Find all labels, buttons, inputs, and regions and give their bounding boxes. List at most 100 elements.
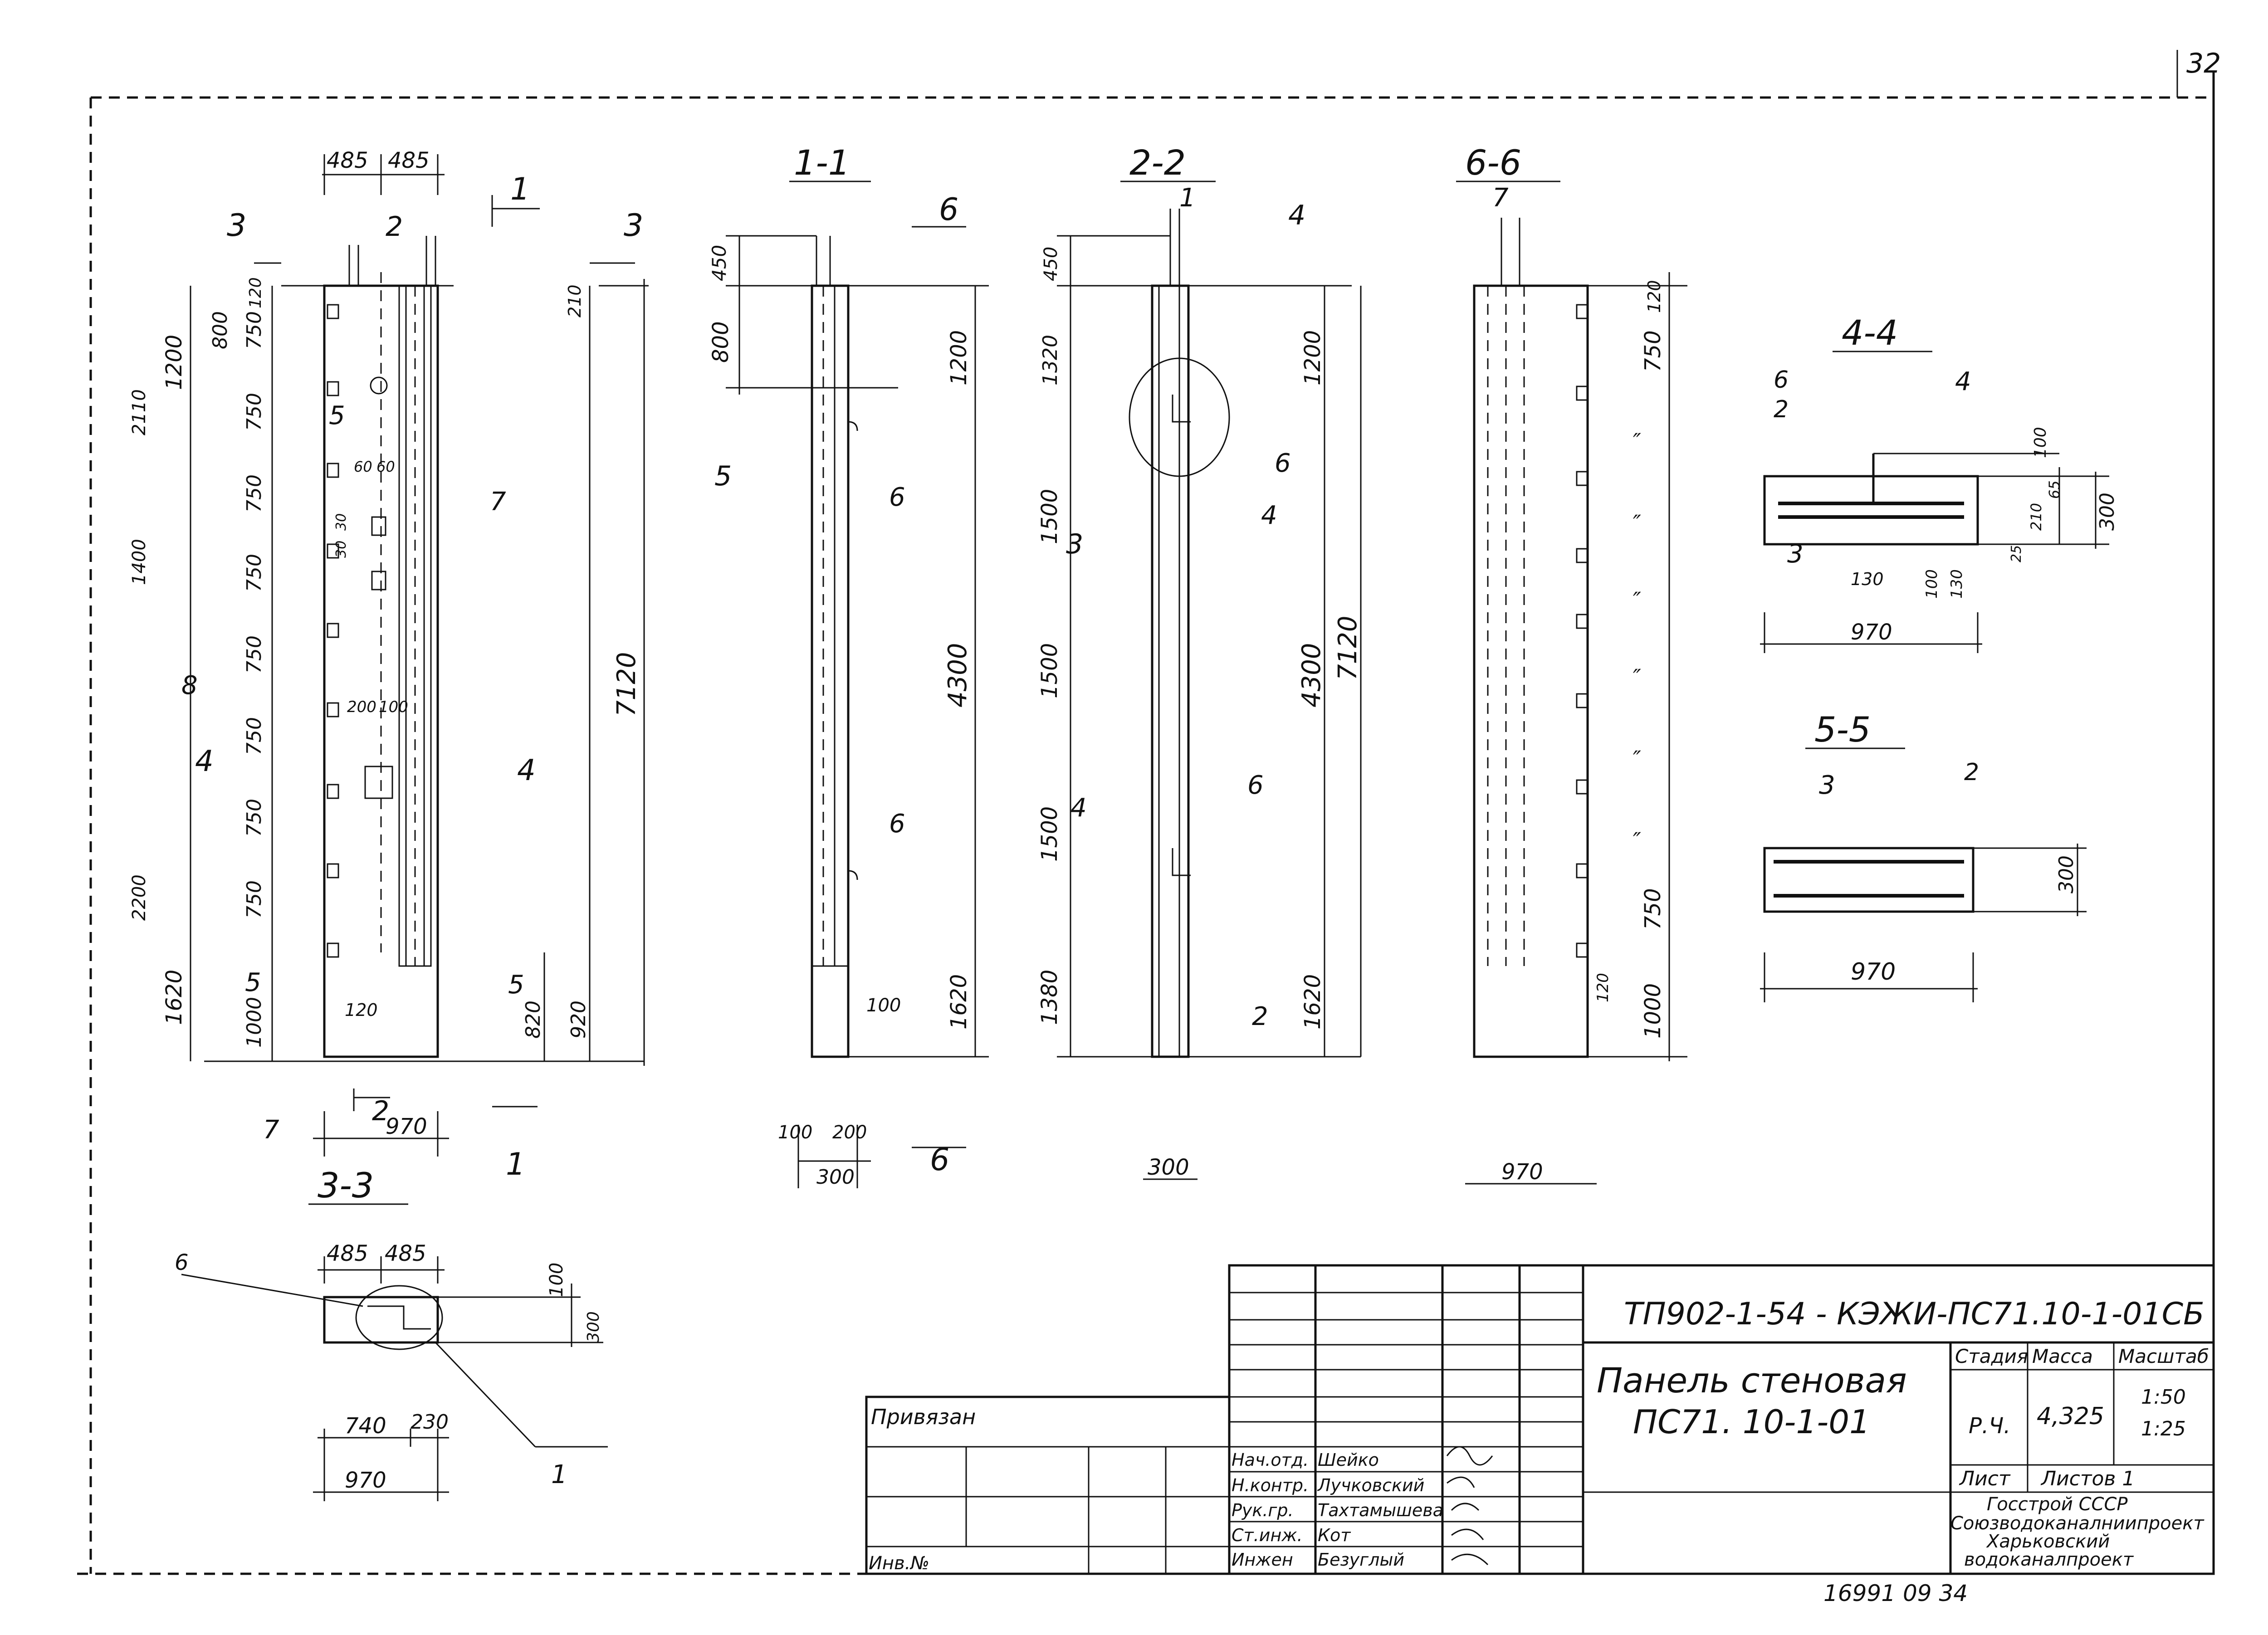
sheet-label: Лист: [1959, 1467, 2011, 1490]
scale-value-2: 1:25: [2141, 1417, 2186, 1440]
elevation-markers: 2 3 3 1 5 7 8 4 4 5 5 2 1 7: [181, 171, 643, 1182]
s11-dim-1620: 1620: [946, 974, 972, 1030]
s22-marker-3: 3: [1066, 528, 1083, 560]
s44-dim-130-b: 130: [1948, 569, 1966, 599]
embedded-plates: [327, 304, 339, 958]
inv-label: Инв.№: [869, 1553, 929, 1574]
s66-ditto-1: ″: [1633, 429, 1641, 454]
dim-30-b: 30: [333, 541, 349, 558]
s66-dim-1000: 1000: [1640, 983, 1666, 1039]
role-3: Рук.гр.: [1232, 1500, 1294, 1520]
marker-3-right: 3: [624, 208, 643, 244]
section-4-4: [1760, 453, 2109, 653]
elevation-dimensions: [190, 154, 649, 1157]
org-line-1: Госстрой СССР: [1987, 1494, 2128, 1515]
s22-dim-1500-a: 1500: [1037, 489, 1062, 544]
s66-ditto-4: ″: [1633, 665, 1641, 690]
s22-dim-7120: 7120: [1333, 615, 1363, 680]
s11-dim-800: 800: [708, 321, 733, 363]
s66-dim-120-top: 120: [1644, 280, 1664, 313]
s11-dim-300: 300: [816, 1166, 855, 1189]
s33-dim-485-b: 485: [385, 1241, 426, 1266]
s66-dim-750-b: 750: [1640, 888, 1666, 930]
s55-dim-300: 300: [2055, 855, 2078, 893]
s11-marker-6-a: 6: [889, 483, 905, 512]
name-3: Тахтамышева: [1318, 1500, 1443, 1520]
s22-marker-4-top: 4: [1288, 200, 1305, 231]
s11-dim-450: 450: [708, 245, 730, 281]
s11-dim-4300: 4300: [943, 643, 973, 708]
name-4: Кот: [1318, 1525, 1351, 1545]
section-5-5-labels: 3 2 300 970: [1819, 759, 2078, 986]
dim-485-left: 485: [327, 148, 368, 173]
s11-dim-1200: 1200: [946, 330, 972, 386]
s22-dim-1320: 1320: [1039, 335, 1062, 386]
marker-5-left: 5: [245, 968, 261, 997]
dim-750-a: 750: [243, 311, 266, 349]
s33-dim-100: 100: [546, 1263, 567, 1297]
s22-dim-300: 300: [1148, 1155, 1189, 1180]
stage-value: Р.Ч.: [1969, 1413, 2010, 1439]
marker-4-left: 4: [195, 745, 214, 778]
dim-750-b: 750: [243, 393, 266, 431]
s22-marker-4-mid: 4: [1261, 501, 1277, 530]
s22-marker-6-top: 6: [1275, 449, 1291, 478]
dim-485-right: 485: [388, 148, 430, 173]
s22-marker-1: 1: [1179, 183, 1196, 213]
role-2: Н.контр.: [1232, 1475, 1309, 1495]
org-line-3: Харьковский: [1986, 1531, 2110, 1552]
name-2: Лучковский: [1317, 1475, 1424, 1495]
s33-marker-1: 1: [551, 1460, 567, 1489]
footer-numbers: 16991 09 34: [1823, 1580, 1968, 1606]
s11-marker-5: 5: [714, 460, 732, 492]
marker-5-elev: 5: [329, 401, 345, 430]
s44-dim-210: 210: [2028, 503, 2045, 531]
s55-marker-3: 3: [1819, 771, 1835, 800]
s22-marker-6-low: 6: [1247, 771, 1264, 800]
section-6-6-title: 6-6: [1465, 142, 1521, 183]
mass-value: 4,325: [2037, 1403, 2104, 1430]
s66-dim-750-a: 750: [1640, 330, 1666, 372]
s22-marker-2: 2: [1252, 1002, 1268, 1031]
s33-dim-740: 740: [345, 1413, 386, 1439]
org-line-4: водоканалпроект: [1964, 1549, 2134, 1570]
drawing-name-line2: ПС71. 10-1-01: [1633, 1403, 1870, 1441]
section-3-3: [313, 1256, 608, 1501]
s33-marker-6: 6: [175, 1250, 189, 1275]
s66-dim-970: 970: [1501, 1159, 1543, 1185]
dim-200: 200: [347, 698, 376, 716]
s66-dim-120-bottom: 120: [1594, 973, 1612, 1002]
dim-30-a: 30: [333, 513, 349, 531]
marker-8: 8: [181, 671, 198, 700]
role-5: Инжен: [1232, 1550, 1293, 1570]
marker-2-top: 2: [386, 211, 403, 243]
s22-marker-4-low: 4: [1070, 793, 1087, 823]
dim-800: 800: [209, 311, 232, 349]
s44-dim-970: 970: [1851, 620, 1892, 645]
name-1: Шейко: [1318, 1450, 1379, 1470]
s22-dim-4300: 4300: [1297, 643, 1326, 708]
sheets-label: Листов 1: [2040, 1467, 2135, 1490]
dim-2110: 2110: [129, 389, 150, 435]
section-6-6: [1465, 218, 1687, 1185]
role-1: Нач.отд.: [1232, 1450, 1309, 1470]
s44-dim-65: 65: [2046, 480, 2063, 499]
name-5: Безуглый: [1318, 1550, 1404, 1570]
s66-ditto-6: ″: [1633, 828, 1641, 854]
s22-dim-1200: 1200: [1300, 330, 1325, 386]
elevation-dim-labels: 485 485 800 750 120 750 750 750 750 750 …: [129, 148, 641, 1139]
mass-header: Масса: [2032, 1345, 2093, 1367]
s33-dim-485-a: 485: [327, 1241, 368, 1266]
scale-value-1: 1:50: [2141, 1386, 2186, 1409]
s33-dim-970: 970: [345, 1468, 386, 1493]
s44-dim-25: 25: [2009, 545, 2024, 562]
marker-1-bottom: 1: [506, 1147, 525, 1182]
org-line-2: Союзводоканалниипроект: [1950, 1513, 2204, 1534]
s44-dim-130-a: 130: [1851, 569, 1884, 589]
section-2-2-title: 2-2: [1129, 142, 1186, 183]
title-block: [865, 1264, 2215, 1575]
s33-dim-230: 230: [411, 1410, 449, 1434]
signature-marks: [1446, 1446, 1493, 1566]
drawing-code: ТП902-1-54 - КЭЖИ-ПС71.10-1-01СБ: [1624, 1296, 2204, 1332]
s44-marker-2: 2: [1774, 396, 1789, 423]
